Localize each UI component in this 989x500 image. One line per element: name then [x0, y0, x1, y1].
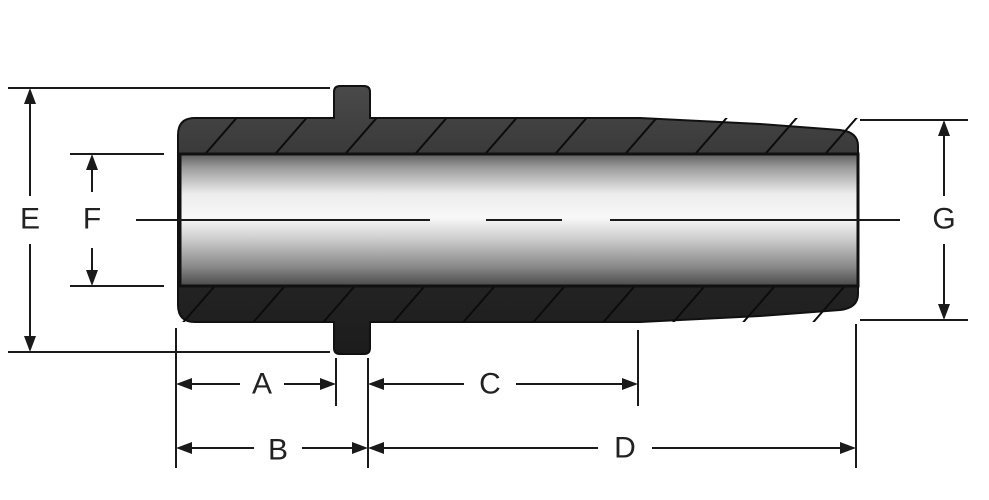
label-d: D: [614, 432, 636, 465]
dimension-f: F: [83, 154, 101, 286]
dimension-a: A: [176, 368, 336, 401]
dimension-d: D: [368, 432, 856, 465]
label-b: B: [268, 434, 288, 467]
dimension-b: B: [176, 434, 368, 467]
label-f: F: [83, 203, 101, 236]
dimension-c: C: [368, 368, 638, 401]
wall-hatching: [182, 118, 858, 322]
dimension-g: G: [932, 120, 956, 320]
extension-lines: [8, 87, 968, 468]
label-g: G: [932, 203, 955, 236]
label-a: A: [252, 368, 272, 401]
dimension-e: E: [20, 88, 40, 352]
label-c: C: [479, 368, 501, 401]
label-e: E: [20, 203, 40, 236]
